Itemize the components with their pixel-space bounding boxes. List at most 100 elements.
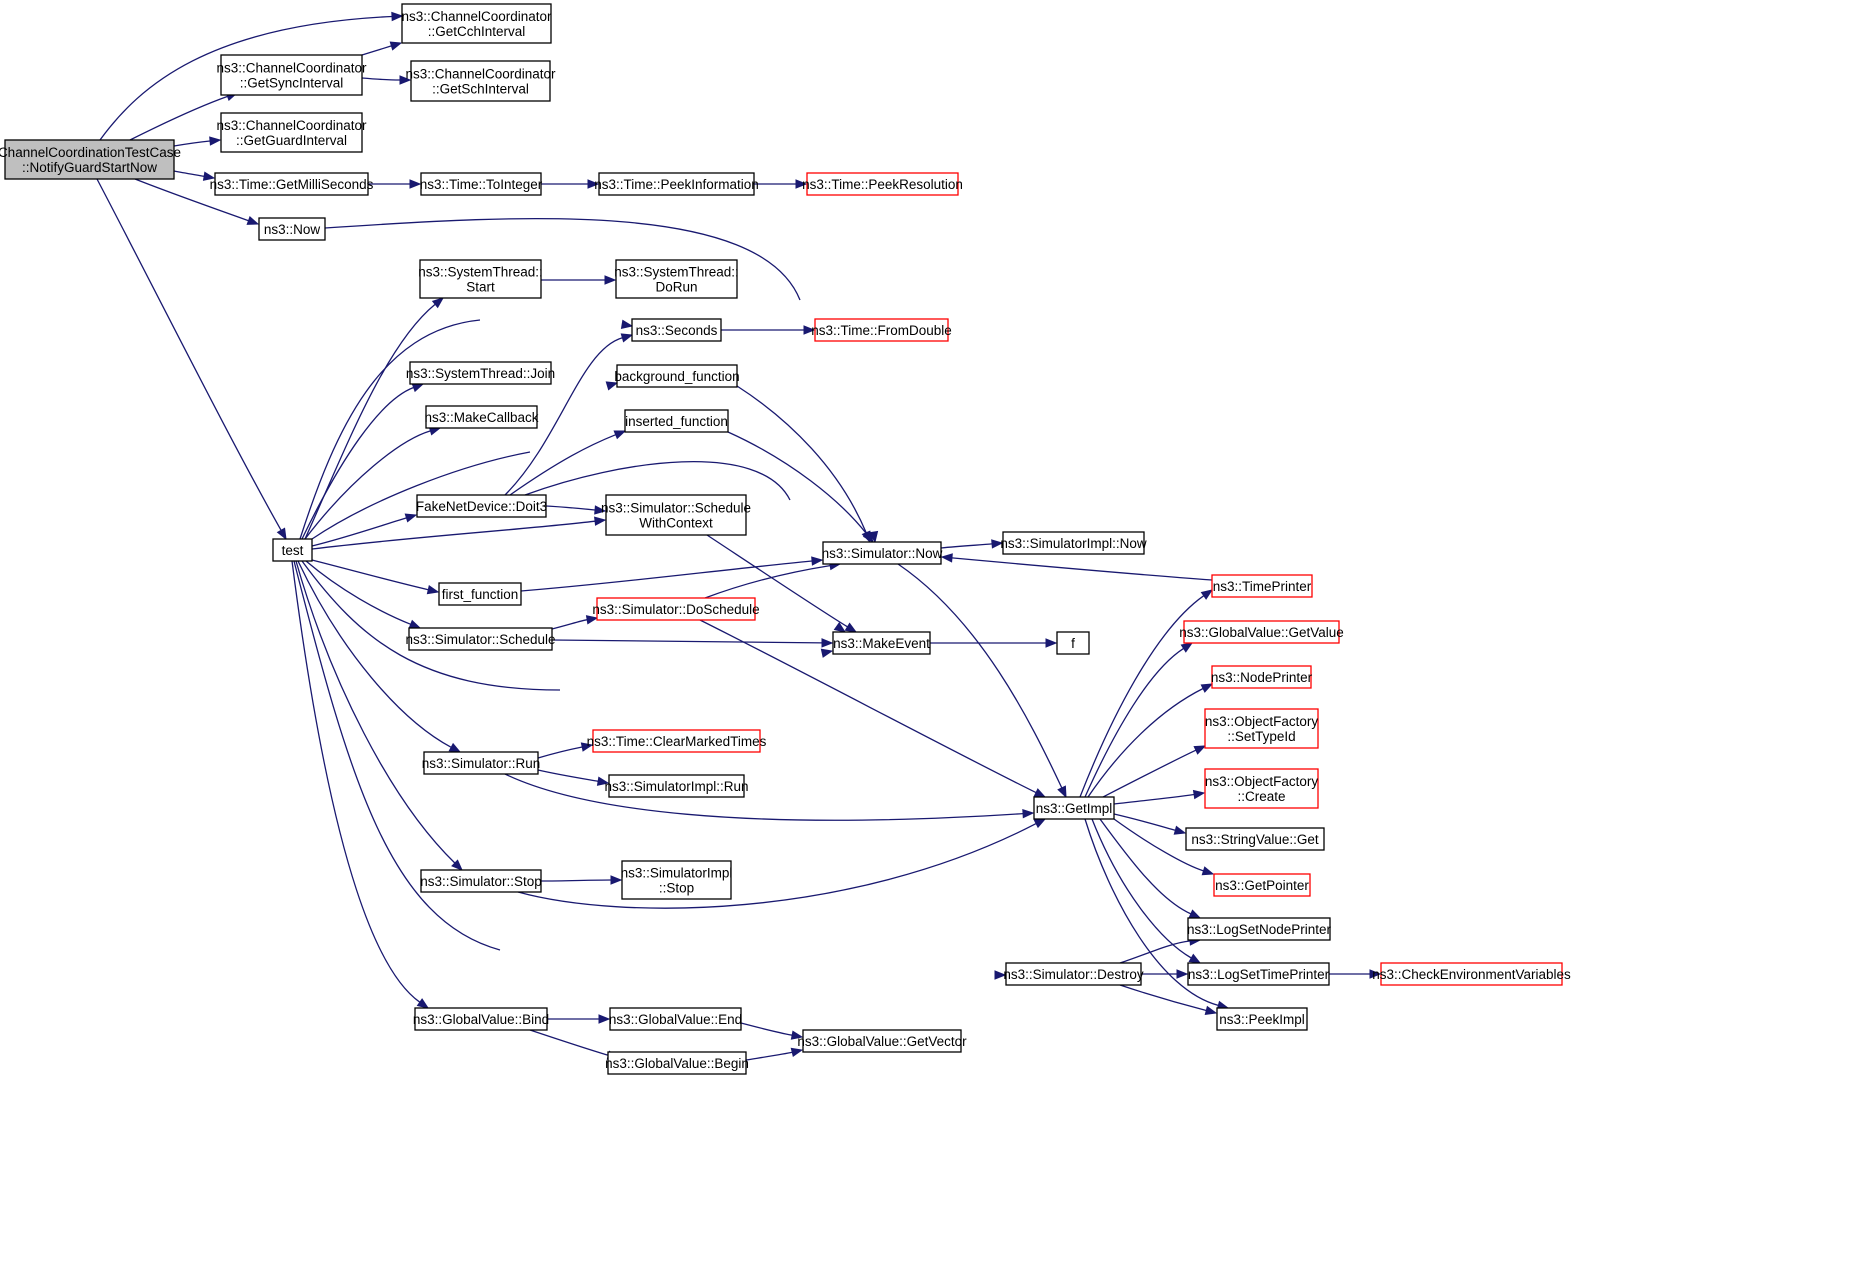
node-stjoin[interactable]: ns3::SystemThread::Join bbox=[406, 361, 555, 385]
node-bgfunc[interactable]: background_function bbox=[614, 364, 740, 388]
node-checkenv[interactable]: ns3::CheckEnvironmentVariables bbox=[1372, 962, 1571, 986]
node-nodeprinter[interactable]: ns3::NodePrinter bbox=[1211, 665, 1313, 689]
edge-getimpl-to-ofsettypeid bbox=[1102, 745, 1207, 798]
node-label: ns3::Simulator::Destroy bbox=[1003, 967, 1144, 982]
node-label: ns3::GetImpl bbox=[1036, 801, 1113, 816]
edge-test-to-makecb bbox=[304, 426, 442, 540]
node-label: ns3::Simulator::Schedule bbox=[601, 501, 751, 516]
node-label: ns3::Simulator::Now bbox=[822, 546, 943, 561]
node-ststart[interactable]: ns3::SystemThread::Start bbox=[418, 259, 543, 299]
node-label: ns3::ChannelCoordinator bbox=[216, 61, 367, 76]
node-getsync[interactable]: ns3::ChannelCoordinator::GetSyncInterval bbox=[216, 54, 367, 96]
node-label: ns3::MakeCallback bbox=[424, 410, 538, 425]
node-label: ns3::LogSetNodePrinter bbox=[1187, 922, 1332, 937]
edge-getimpl-to-svget bbox=[1113, 813, 1187, 835]
node-doit3[interactable]: FakeNetDevice::Doit3 bbox=[416, 494, 547, 518]
edge-getimpl-to-timeprinter bbox=[1079, 589, 1214, 798]
node-gvend[interactable]: ns3::GlobalValue::End bbox=[609, 1007, 742, 1031]
edge-simnow-to-getimpl bbox=[897, 563, 1067, 799]
node-gvbind[interactable]: ns3::GlobalValue::Bind bbox=[413, 1007, 549, 1031]
node-getguard[interactable]: ns3::ChannelCoordinator::GetGuardInterva… bbox=[216, 112, 367, 153]
node-label: ns3::GlobalValue::End bbox=[609, 1012, 742, 1027]
edge-simdestroy-to-logtime bbox=[1140, 969, 1189, 979]
node-test[interactable]: test bbox=[272, 538, 313, 562]
node-tointeger[interactable]: ns3::Time::ToInteger bbox=[420, 172, 543, 196]
node-insfunc[interactable]: inserted_function bbox=[624, 409, 729, 433]
node-schedule[interactable]: ns3::Simulator::Schedule bbox=[405, 627, 556, 651]
edge-test-to-simrun bbox=[297, 560, 462, 753]
edge-getimpl-to-gvgetvalue bbox=[1084, 642, 1194, 798]
node-f[interactable]: f bbox=[1056, 631, 1090, 655]
node-simnow[interactable]: ns3::Simulator::Now bbox=[822, 541, 943, 565]
node-implnow[interactable]: ns3::SimulatorImpl::Now bbox=[1000, 531, 1147, 555]
node-ofcreate[interactable]: ns3::ObjectFactory::Create bbox=[1204, 768, 1319, 809]
node-label: Start bbox=[466, 280, 495, 295]
node-doschedule[interactable]: ns3::Simulator::DoSchedule bbox=[592, 597, 760, 621]
node-label: ::GetGuardInterval bbox=[236, 133, 347, 148]
node-peekres[interactable]: ns3::Time::PeekResolution bbox=[802, 172, 963, 196]
node-label: ns3::SystemThread::Join bbox=[406, 366, 555, 381]
node-firstfunc[interactable]: first_function bbox=[438, 582, 522, 606]
node-ofsettypeid[interactable]: ns3::ObjectFactory::SetTypeId bbox=[1204, 708, 1319, 749]
node-peekinfo[interactable]: ns3::Time::PeekInformation bbox=[594, 172, 759, 196]
edge-test-to-schedule bbox=[305, 560, 422, 629]
node-gvgetvector[interactable]: ns3::GlobalValue::GetVector bbox=[797, 1029, 967, 1053]
edge-getimpl-to-logtime bbox=[1091, 818, 1202, 964]
node-simstop[interactable]: ns3::Simulator::Stop bbox=[420, 869, 542, 893]
node-gvbegin[interactable]: ns3::GlobalValue::Begin bbox=[605, 1051, 749, 1075]
node-getsch[interactable]: ns3::ChannelCoordinator::GetSchInterval bbox=[405, 60, 556, 102]
node-timeprinter[interactable]: ns3::TimePrinter bbox=[1211, 574, 1313, 598]
edge-simstop-to-getimpl bbox=[517, 818, 1047, 909]
node-getimpl[interactable]: ns3::GetImpl bbox=[1033, 796, 1115, 820]
edge-ststart-to-stdorun bbox=[541, 275, 617, 285]
edges-layer bbox=[96, 11, 1382, 1061]
node-clearmarked[interactable]: ns3::Time::ClearMarkedTimes bbox=[587, 729, 767, 753]
node-makeevent[interactable]: ns3::MakeEvent bbox=[832, 631, 931, 655]
node-stdorun[interactable]: ns3::SystemThread::DoRun bbox=[614, 259, 739, 299]
node-label: ChannelCoordinationTestCase bbox=[0, 145, 181, 160]
node-implstop[interactable]: ns3::SimulatorImpl::Stop bbox=[621, 860, 733, 900]
edge-root-to-getcch bbox=[99, 11, 404, 141]
node-root[interactable]: ChannelCoordinationTestCase::NotifyGuard… bbox=[0, 139, 181, 180]
node-simdestroy[interactable]: ns3::Simulator::Destroy bbox=[1003, 962, 1144, 986]
edge-tointeger-to-peekinfo bbox=[541, 179, 600, 189]
node-label: FakeNetDevice::Doit3 bbox=[416, 499, 547, 514]
node-label: ns3::PeekImpl bbox=[1219, 1012, 1305, 1027]
node-getcch[interactable]: ns3::ChannelCoordinator::GetCchInterval bbox=[401, 3, 552, 44]
edge-test-to-doit3 bbox=[311, 513, 418, 547]
edge-getsync-to-getsch bbox=[361, 75, 412, 85]
node-implrun[interactable]: ns3::SimulatorImpl::Run bbox=[604, 774, 749, 798]
edge-simdestroy-to-lognode bbox=[1119, 936, 1202, 964]
edge-test-to-gvbind bbox=[291, 560, 430, 1009]
node-fromdouble[interactable]: ns3::Time::FromDouble bbox=[811, 318, 952, 342]
node-lognode[interactable]: ns3::LogSetNodePrinter bbox=[1187, 917, 1332, 941]
node-getpointer[interactable]: ns3::GetPointer bbox=[1213, 873, 1311, 897]
node-getmilli[interactable]: ns3::Time::GetMilliSeconds bbox=[210, 172, 374, 196]
node-seconds[interactable]: ns3::Seconds bbox=[631, 318, 722, 342]
node-label: ns3::Simulator::DoSchedule bbox=[592, 602, 759, 617]
edge-gvbind-to-gvbegin bbox=[529, 1029, 620, 1060]
edge-simstop-to-implstop bbox=[540, 875, 623, 885]
node-label: WithContext bbox=[639, 516, 713, 531]
node-svget[interactable]: ns3::StringValue::Get bbox=[1185, 827, 1325, 851]
node-label: test bbox=[282, 543, 304, 558]
node-label: ns3::Time::ClearMarkedTimes bbox=[587, 734, 767, 749]
node-label: ns3::LogSetTimePrinter bbox=[1188, 967, 1330, 982]
node-peekimpl[interactable]: ns3::PeekImpl bbox=[1216, 1007, 1308, 1031]
node-simrun[interactable]: ns3::Simulator::Run bbox=[422, 751, 541, 775]
edge-root-to-getguard bbox=[173, 136, 222, 147]
edge-simnow-to-implnow bbox=[940, 539, 1004, 549]
node-label: ns3::SimulatorImpl bbox=[621, 866, 733, 881]
node-makecb[interactable]: ns3::MakeCallback bbox=[424, 405, 539, 429]
node-logtime[interactable]: ns3::LogSetTimePrinter bbox=[1187, 962, 1330, 986]
edge-gvend-to-gvgetvector bbox=[740, 1022, 804, 1040]
node-gvgetvalue[interactable]: ns3::GlobalValue::GetValue bbox=[1179, 620, 1344, 644]
node-now[interactable]: ns3::Now bbox=[258, 217, 326, 241]
node-label: ns3::ChannelCoordinator bbox=[216, 118, 367, 133]
edge-getimpl-to-nodeprinter bbox=[1087, 683, 1214, 798]
node-label: ns3::SystemThread:: bbox=[614, 265, 739, 280]
edge-test-to-seconds bbox=[299, 319, 634, 540]
node-label: ns3::Simulator::Stop bbox=[420, 874, 542, 889]
